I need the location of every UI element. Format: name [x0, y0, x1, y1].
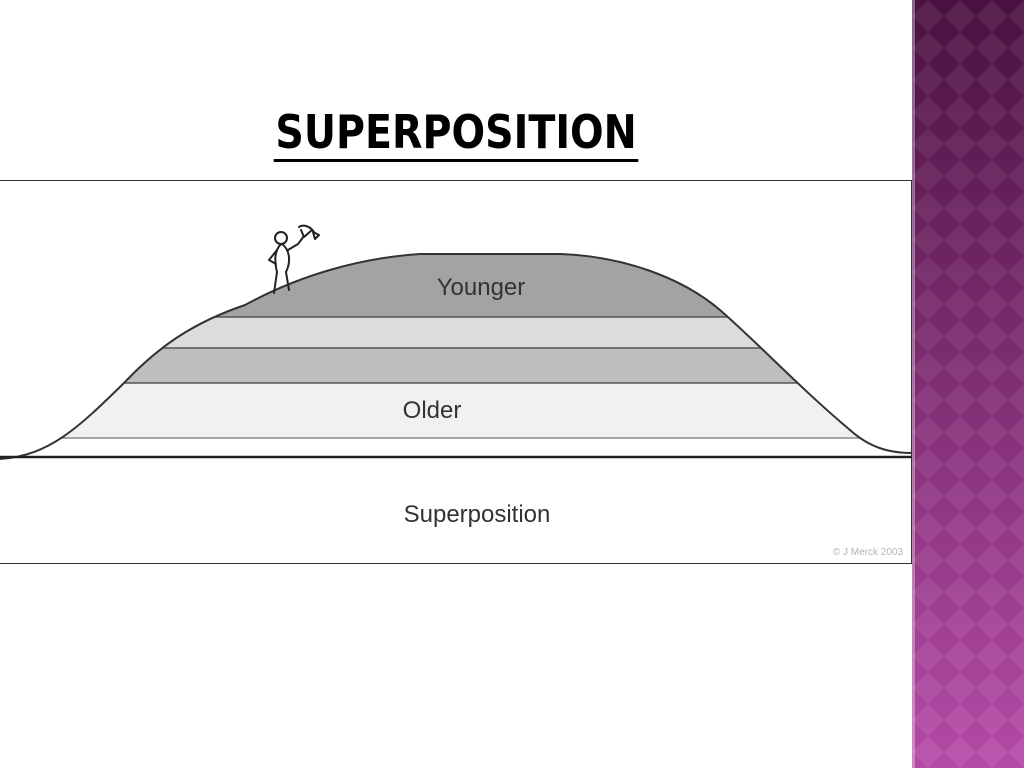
stratum-older	[0, 383, 912, 438]
side-band-edge	[912, 0, 915, 768]
decorative-side-band	[912, 0, 1024, 768]
superposition-diagram: Younger Older Superposition © J Merck 20…	[0, 180, 912, 564]
side-band-pattern	[912, 0, 1024, 768]
diagram-caption: Superposition	[404, 501, 551, 528]
slide-title-text: SUPERPOSITION	[273, 106, 639, 162]
hill-outline	[0, 253, 912, 460]
geologist-with-hammer-icon	[268, 224, 320, 294]
stratum-base	[0, 438, 912, 459]
copyright-credit: © J Merck 2003	[833, 547, 904, 558]
label-younger: Younger	[437, 274, 526, 301]
slide-title: SUPERPOSITION	[0, 102, 912, 162]
label-older: Older	[403, 397, 462, 424]
